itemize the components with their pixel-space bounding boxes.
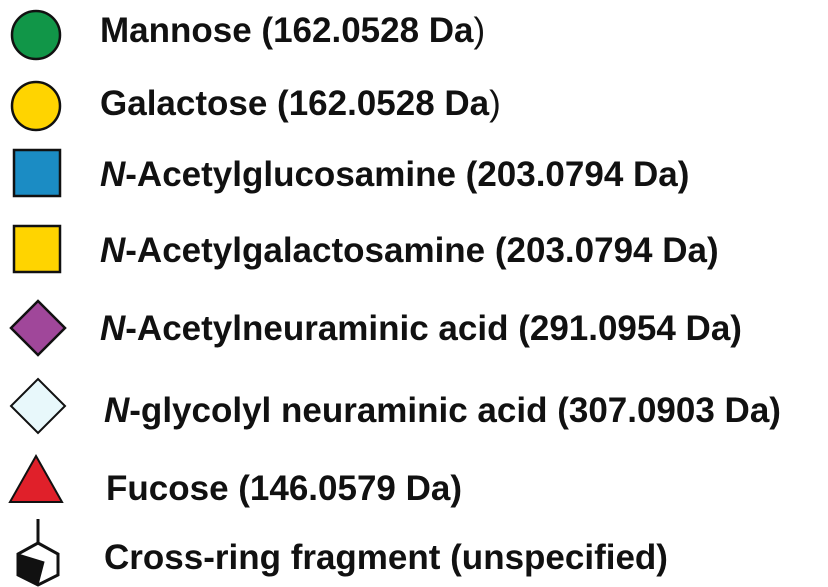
legend-item-galnac: N-Acetylgalactosamine (203.0794 Da)	[0, 218, 828, 288]
light-cyan-diamond-icon	[9, 377, 67, 435]
legend-item-glcnac: N-Acetylglucosamine (203.0794 Da)	[0, 144, 828, 214]
legend-label-text: -Acetylglucosamine (203.0794 Da)	[125, 155, 690, 194]
legend-label-text: Galactose (162.0528 Da	[100, 84, 490, 123]
cross-ring-fragment-icon	[16, 519, 60, 587]
legend-label-fucose: Fucose (146.0579 Da)	[106, 471, 462, 506]
legend-label-text: -glycolyl neuraminic acid (307.0903 Da)	[129, 391, 781, 430]
legend-label-cross-ring: Cross-ring fragment (unspecified)	[104, 540, 668, 575]
legend-item-mannose: Mannose (162.0528 Da)	[0, 0, 828, 70]
legend-label-text: Mannose (162.0528 Da	[100, 11, 474, 50]
legend-label-prefix: N	[100, 231, 126, 270]
legend-label-text: -Acetylgalactosamine (203.0794 Da)	[125, 231, 719, 270]
legend-label-suffix: )	[473, 11, 486, 50]
legend-label-prefix: N	[100, 309, 126, 348]
legend-item-neu5ac: N-Acetylneuraminic acid (291.0954 Da)	[0, 294, 828, 364]
legend-label-galnac: N-Acetylgalactosamine (203.0794 Da)	[100, 233, 719, 268]
legend-item-cross-ring: Cross-ring fragment (unspecified)	[0, 517, 828, 587]
red-triangle-icon	[8, 453, 64, 503]
green-circle-icon	[10, 9, 62, 61]
yellow-circle-icon	[10, 80, 62, 132]
legend-label-neu5gc: N-glycolyl neuraminic acid (307.0903 Da)	[104, 393, 781, 428]
purple-diamond-icon	[9, 299, 67, 357]
legend-label-mannose: Mannose (162.0528 Da)	[100, 13, 485, 48]
yellow-square-icon	[12, 224, 62, 274]
legend-label-suffix: )	[489, 84, 501, 123]
legend-label-prefix: N	[100, 155, 126, 194]
legend-item-neu5gc: N-glycolyl neuraminic acid (307.0903 Da)	[0, 370, 828, 440]
legend-label-text: -Acetylneuraminic acid (291.0954 Da)	[125, 309, 742, 348]
legend-item-galactose: Galactose (162.0528 Da)	[0, 72, 828, 142]
legend-label-neu5ac: N-Acetylneuraminic acid (291.0954 Da)	[100, 311, 742, 346]
legend-label-glcnac: N-Acetylglucosamine (203.0794 Da)	[100, 157, 689, 192]
legend-label-text: Cross-ring fragment (unspecified)	[104, 538, 668, 577]
blue-square-icon	[12, 148, 62, 198]
legend-label-galactose: Galactose (162.0528 Da)	[100, 86, 501, 121]
legend-item-fucose: Fucose (146.0579 Da)	[0, 450, 828, 520]
legend-label-prefix: N	[104, 391, 130, 430]
legend-label-text: Fucose (146.0579 Da)	[106, 469, 463, 508]
